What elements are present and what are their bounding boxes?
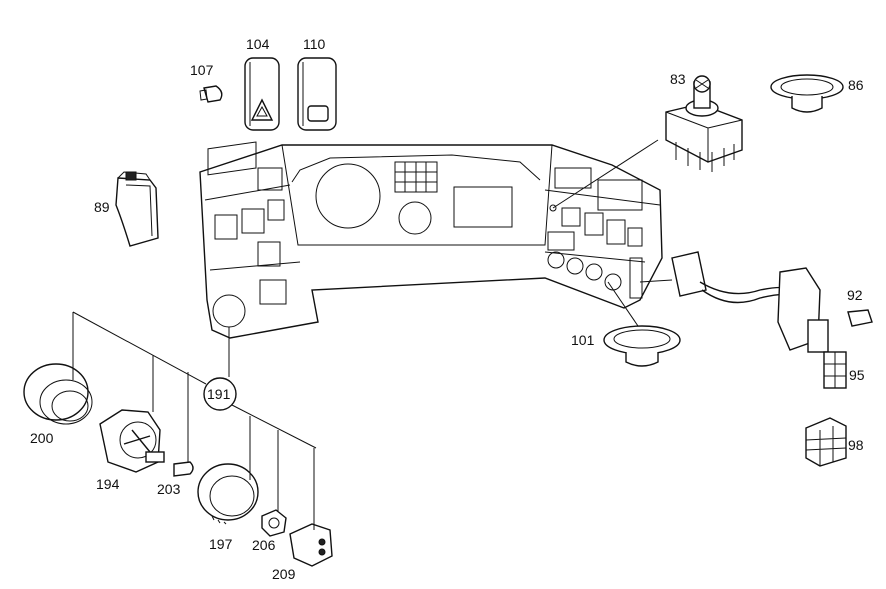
label-200: 200: [30, 430, 54, 446]
part-107-bulb: [199, 85, 223, 103]
part-104-hazard-switch: [244, 57, 280, 131]
label-98: 98: [848, 437, 864, 453]
part-203-bulb: [173, 461, 194, 477]
part-89-rocker-switch: [115, 171, 159, 247]
part-95-relay: [823, 351, 847, 389]
label-191: 191: [207, 386, 231, 402]
part-98-relay-block: [805, 417, 847, 467]
label-209: 209: [272, 566, 296, 582]
part-197-bezel: [197, 463, 259, 525]
part-86-knob: [770, 74, 844, 113]
label-197: 197: [209, 536, 233, 552]
leader-lines: [72, 139, 673, 530]
part-110-switch: [297, 57, 337, 131]
label-203: 203: [157, 481, 181, 497]
callout-circle-191: [203, 377, 237, 411]
label-110: 110: [303, 36, 326, 52]
label-206: 206: [252, 537, 276, 553]
part-labels: 83 86 89 92 95 98 101 104 107 110 191 19…: [30, 36, 865, 582]
dashboard-panel: [199, 141, 663, 339]
part-209-knob: [289, 523, 333, 567]
part-101-knob: [603, 325, 681, 367]
label-86: 86: [848, 77, 864, 93]
label-89: 89: [94, 199, 110, 215]
part-206-nut: [261, 509, 287, 537]
label-104: 104: [246, 36, 270, 52]
part-83-ignition-switch: [665, 75, 743, 172]
wiring-harness: [671, 251, 873, 353]
label-92: 92: [847, 287, 863, 303]
label-101: 101: [571, 332, 595, 348]
label-83: 83: [670, 71, 686, 87]
label-95: 95: [849, 367, 865, 383]
part-194-rotary-switch: [99, 409, 165, 473]
label-194: 194: [96, 476, 120, 492]
part-200-ring: [23, 363, 93, 425]
label-107: 107: [190, 62, 214, 78]
